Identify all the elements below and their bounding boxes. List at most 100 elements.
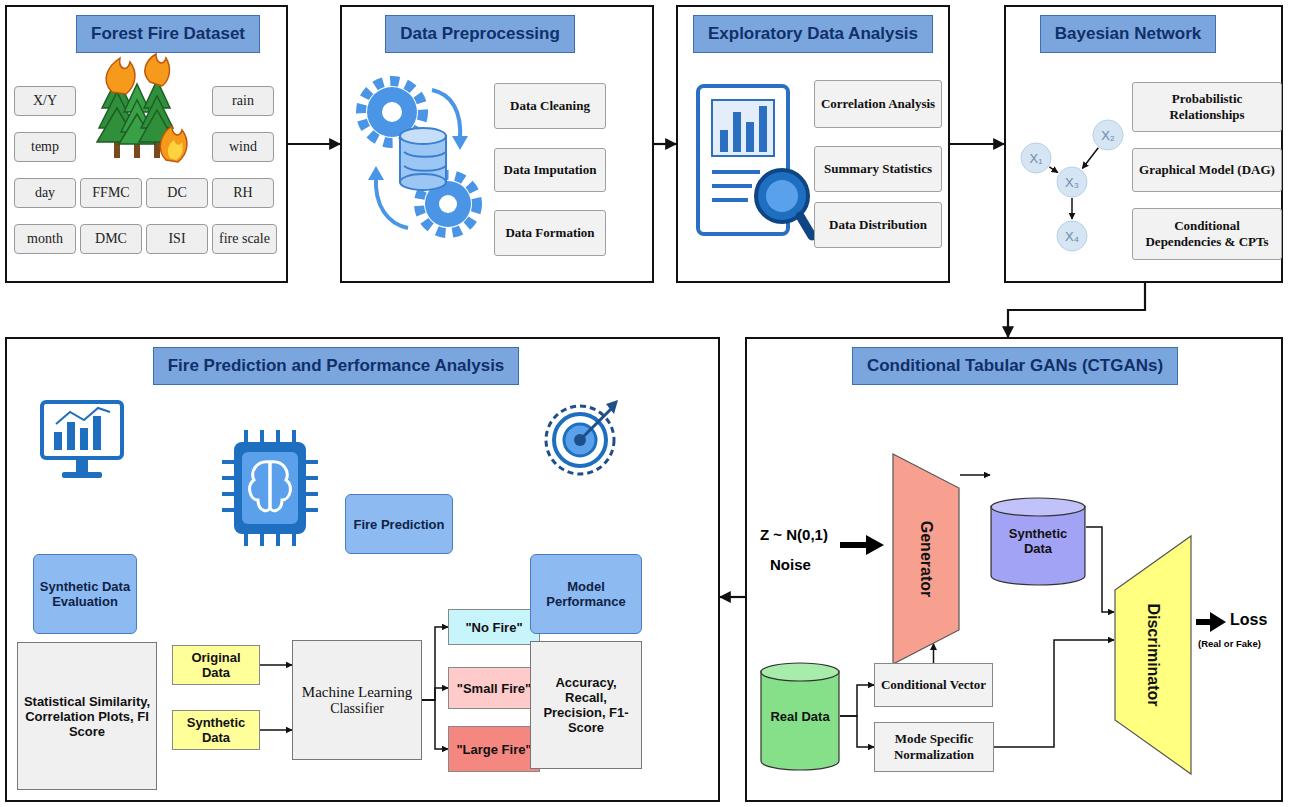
- node-text: X₃: [1065, 175, 1079, 190]
- node-text: Synthetic Data: [177, 715, 255, 745]
- noise-arrow: [840, 535, 884, 555]
- section-box: Synthetic Data Evaluation: [33, 554, 137, 634]
- process-box: Conditional Vector: [874, 663, 993, 707]
- document-magnifier-icon: [698, 86, 812, 236]
- node-text: FFMC: [92, 185, 129, 201]
- step-box: Data Formation: [494, 210, 606, 256]
- panel-title: Data Preprocessing: [385, 15, 575, 53]
- monitor-chart-icon: [42, 402, 122, 478]
- stage-panel: Fire Prediction and Performance Analysis…: [5, 337, 720, 802]
- connector-arrow: [288, 143, 340, 145]
- section-box: Model Performance: [530, 554, 642, 634]
- node-text: temp: [31, 139, 59, 155]
- connector-arrow: [422, 700, 448, 749]
- feature-box: X/Y: [14, 86, 76, 116]
- stage-panel: Exploratory Data AnalysisCorrelation Ana…: [676, 5, 950, 283]
- node-text: Original Data: [177, 650, 255, 680]
- connector-arrow: [260, 729, 292, 731]
- connector-arrow: [1071, 198, 1073, 219]
- node-text: X/Y: [33, 93, 57, 109]
- node-text: Data Imputation: [504, 162, 597, 178]
- node-text: Real Data: [770, 709, 829, 724]
- feature-box: wind: [212, 132, 274, 162]
- feature-box: temp: [14, 132, 76, 162]
- free-label: Loss: [1230, 611, 1267, 629]
- node-text: DC: [167, 185, 186, 201]
- node-text: Accuracy, Recall, Precision, F1-Score: [535, 675, 637, 735]
- node-text: rain: [232, 93, 254, 109]
- connector-arrow: [1086, 527, 1114, 612]
- node-text: wind: [229, 139, 257, 155]
- connector-arrow: [840, 716, 874, 747]
- panel-title: Exploratory Data Analysis: [693, 15, 933, 53]
- database-cylinder: Real Data: [760, 662, 840, 770]
- connector-arrow: [950, 143, 1004, 145]
- node-text: Probabilistic Relationships: [1137, 91, 1277, 123]
- data-box: Synthetic Data: [172, 710, 260, 750]
- stage-panel: Data PreprocessingData CleaningData Impu…: [340, 5, 654, 283]
- connector-arrow: [260, 664, 292, 666]
- feature-box: day: [14, 178, 76, 208]
- feature-box: RH: [212, 178, 274, 208]
- feature-box: FFMC: [80, 178, 142, 208]
- node-text: Discriminator: [1144, 603, 1162, 706]
- feature-box: fire scale: [212, 224, 277, 254]
- node-text: Synthetic Data Evaluation: [38, 579, 132, 609]
- node-text: Data Formation: [505, 225, 594, 241]
- connector-arrow: [840, 685, 874, 716]
- node-text: Statistical Similarity, Correlation Plot…: [22, 694, 152, 739]
- class-box: "Small Fire": [448, 667, 540, 709]
- node-text: Data Cleaning: [510, 98, 590, 114]
- class-box: "Large Fire": [448, 726, 540, 772]
- loss-arrow: [1196, 612, 1226, 632]
- node-text: Classifier: [330, 701, 384, 717]
- connector-arrow: [720, 596, 745, 598]
- node-text: Generator: [917, 521, 935, 597]
- node-text: X₄: [1065, 229, 1079, 244]
- step-box: Correlation Analysis: [814, 80, 942, 128]
- node-text: ISI: [168, 231, 185, 247]
- metric-box: Statistical Similarity, Correlation Plot…: [17, 642, 157, 790]
- stage-panel: Bayesian NetworkX₁ X₂ X₃ X₄ Probabilistic Re…: [1004, 5, 1283, 283]
- panel-title: Fire Prediction and Performance Analysis: [153, 347, 520, 385]
- connector-arrow: [422, 627, 448, 700]
- free-label: Z ~ N(0,1): [760, 526, 828, 543]
- node-text: DMC: [95, 231, 127, 247]
- node-text: Conditional Dependencies & CPTs: [1137, 218, 1277, 250]
- node-text: Synthetic Data: [994, 526, 1082, 556]
- network-node: X₄: [1056, 220, 1088, 252]
- feature-box: DC: [146, 178, 208, 208]
- connector-arrow: [1082, 148, 1098, 169]
- feature-box: DMC: [80, 224, 142, 254]
- feature-box: month: [14, 224, 76, 254]
- connector-arrow: [654, 143, 676, 145]
- connector-arrow: [933, 644, 935, 663]
- panel-title: Bayesian Network: [1040, 15, 1216, 53]
- step-box: Summary Statistics: [814, 146, 942, 192]
- classifier-box: Machine LearningClassifier: [292, 640, 422, 760]
- process-box: Mode Specific Normalization: [874, 722, 994, 772]
- node-text: X₁: [1029, 151, 1042, 166]
- class-box: "No Fire": [448, 609, 540, 645]
- node-text: "No Fire": [465, 620, 522, 635]
- forest-fire-icon: [97, 54, 187, 162]
- connector-arrow: [1008, 283, 1145, 337]
- node-text: "Large Fire": [456, 742, 531, 757]
- stage-panel: Conditional Tabular GANs (CTGANs)Generat…: [745, 337, 1283, 802]
- database-cylinder: Synthetic Data: [990, 497, 1086, 585]
- node-text: "Small Fire": [457, 681, 531, 696]
- target-icon: [546, 400, 618, 474]
- network-node: X₃: [1056, 166, 1088, 198]
- step-box: Data Cleaning: [494, 83, 606, 129]
- network-node: X₂: [1092, 119, 1124, 151]
- node-text: Model Performance: [535, 579, 637, 609]
- feature-box: rain: [212, 86, 274, 116]
- connector-arrow: [422, 688, 448, 700]
- gears-database-icon: [361, 81, 477, 233]
- metric-box: Accuracy, Recall, Precision, F1-Score: [530, 641, 642, 769]
- node-text: Mode Specific Normalization: [879, 731, 989, 763]
- node-text: Data Distribution: [829, 217, 927, 233]
